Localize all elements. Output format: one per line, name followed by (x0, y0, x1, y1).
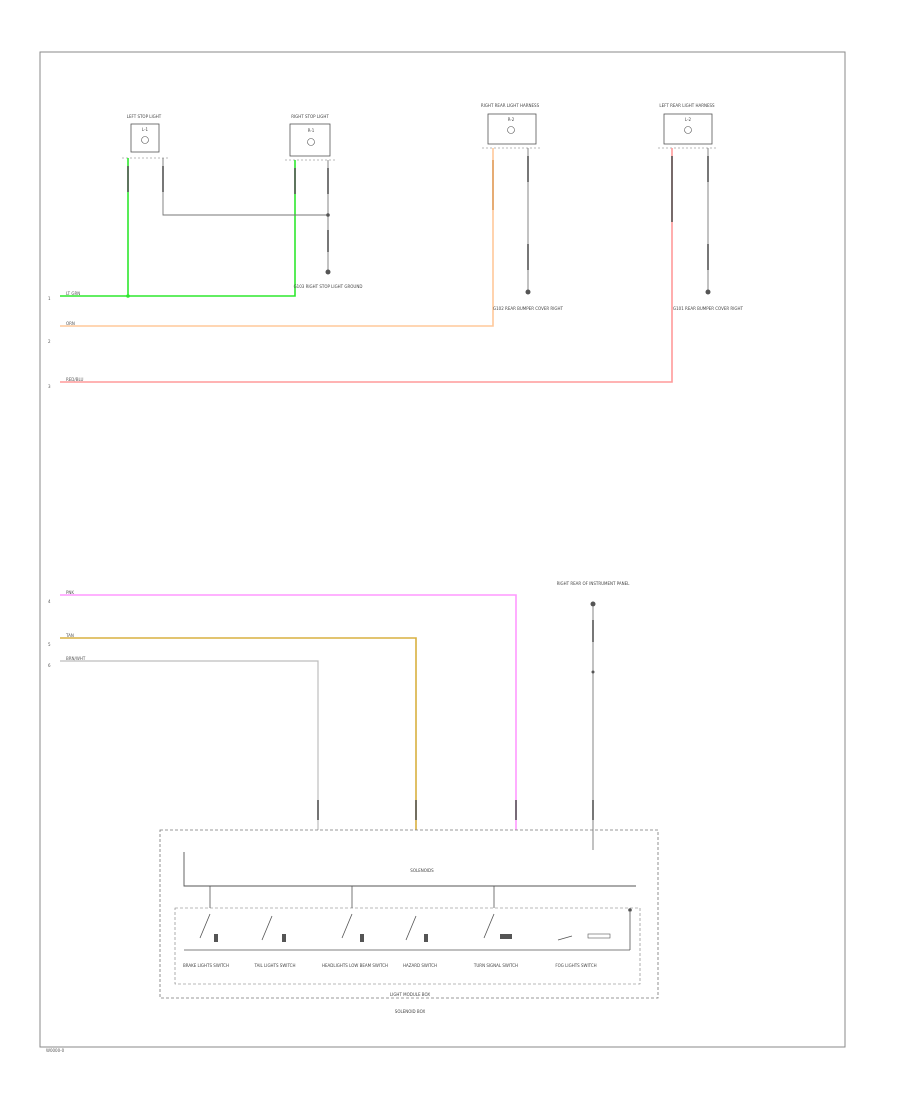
lamp-label: LEFT STOP LIGHT (127, 114, 162, 119)
wire-pin: 1 (48, 296, 51, 301)
inner-box-label: LIGHT MODULE BOX (390, 992, 430, 997)
lamp-label: RIGHT REAR LIGHT HARNESS (481, 103, 540, 108)
wire-tan (60, 637, 417, 830)
footer-code: W0000-0 (46, 1048, 65, 1053)
wire-red-blu (60, 148, 673, 383)
right-rear-light-harness: RIGHT REAR LIGHT HARNESS R-2 (481, 103, 542, 149)
wire-pin: 3 (48, 384, 51, 389)
wire-pnk (60, 594, 517, 830)
switch-label: TAIL LIGHTS SWITCH (253, 963, 295, 968)
wire-color-code: BRN/WHT (66, 656, 86, 661)
wire-color-code: LT GRN (66, 291, 80, 296)
lamp-id: L-1 (142, 127, 149, 132)
ground-symbol (590, 601, 596, 607)
wire-color-code: PNK (66, 590, 74, 595)
diagram-frame (39, 51, 846, 1048)
wire-pin: 6 (48, 663, 51, 668)
outer-box-label: SOLENOID BOX (395, 1009, 426, 1014)
lamp-label: RIGHT STOP LIGHT (291, 114, 329, 119)
wire-pin: 2 (48, 339, 51, 344)
switch-label: TURN SIGNAL SWITCH (473, 963, 518, 968)
lamp-id: R-1 (308, 128, 315, 133)
lamp-id: L-2 (685, 117, 692, 122)
wire-lt-grn (60, 160, 296, 297)
switch-label: BRAKE LIGHTS SWITCH (183, 963, 229, 968)
ground-symbol (525, 289, 531, 295)
top-ground-label: RIGHT REAR OF INSTRUMENT PANEL (557, 581, 631, 586)
left-rear-light-harness: LEFT REAR LIGHT HARNESS L-2 (658, 103, 718, 149)
wire-color-code: ORN (66, 321, 75, 326)
left-stop-light: LEFT STOP LIGHT L-1 (122, 114, 168, 159)
wire-color-code: RED/BLU (66, 377, 84, 382)
ground-label: G102 REAR BUMPER COVER RIGHT (493, 306, 563, 311)
wire-color-code: TAN (65, 633, 74, 638)
ground-label: G103 RIGHT STOP LIGHT GROUND (294, 284, 363, 289)
wire-stop-light-ground-link (162, 158, 328, 216)
wire-brn-wht (60, 660, 319, 830)
ground-label: G101 REAR BUMPER COVER RIGHT (673, 306, 743, 311)
lamp-id: R-2 (508, 117, 515, 122)
wire-pin: 5 (48, 642, 51, 647)
ground-symbol (705, 289, 711, 295)
wire-pin: 4 (48, 599, 51, 604)
ground-symbol (325, 269, 331, 275)
bus-label: SOLENOIDS (410, 868, 434, 873)
switch-module: SOLENOIDS BRAKE LIGHTS SWITCH TAIL (159, 829, 659, 1014)
switch-label: HAZARD SWITCH (403, 963, 437, 968)
right-stop-light: RIGHT STOP LIGHT R-1 (285, 114, 336, 161)
lamp-label: LEFT REAR LIGHT HARNESS (659, 103, 715, 108)
wire-orn (60, 148, 494, 327)
switch-label: HEADLIGHTS LOW BEAM SWITCH (322, 963, 388, 968)
switch-label: FOG LIGHTS SWITCH (555, 963, 596, 968)
